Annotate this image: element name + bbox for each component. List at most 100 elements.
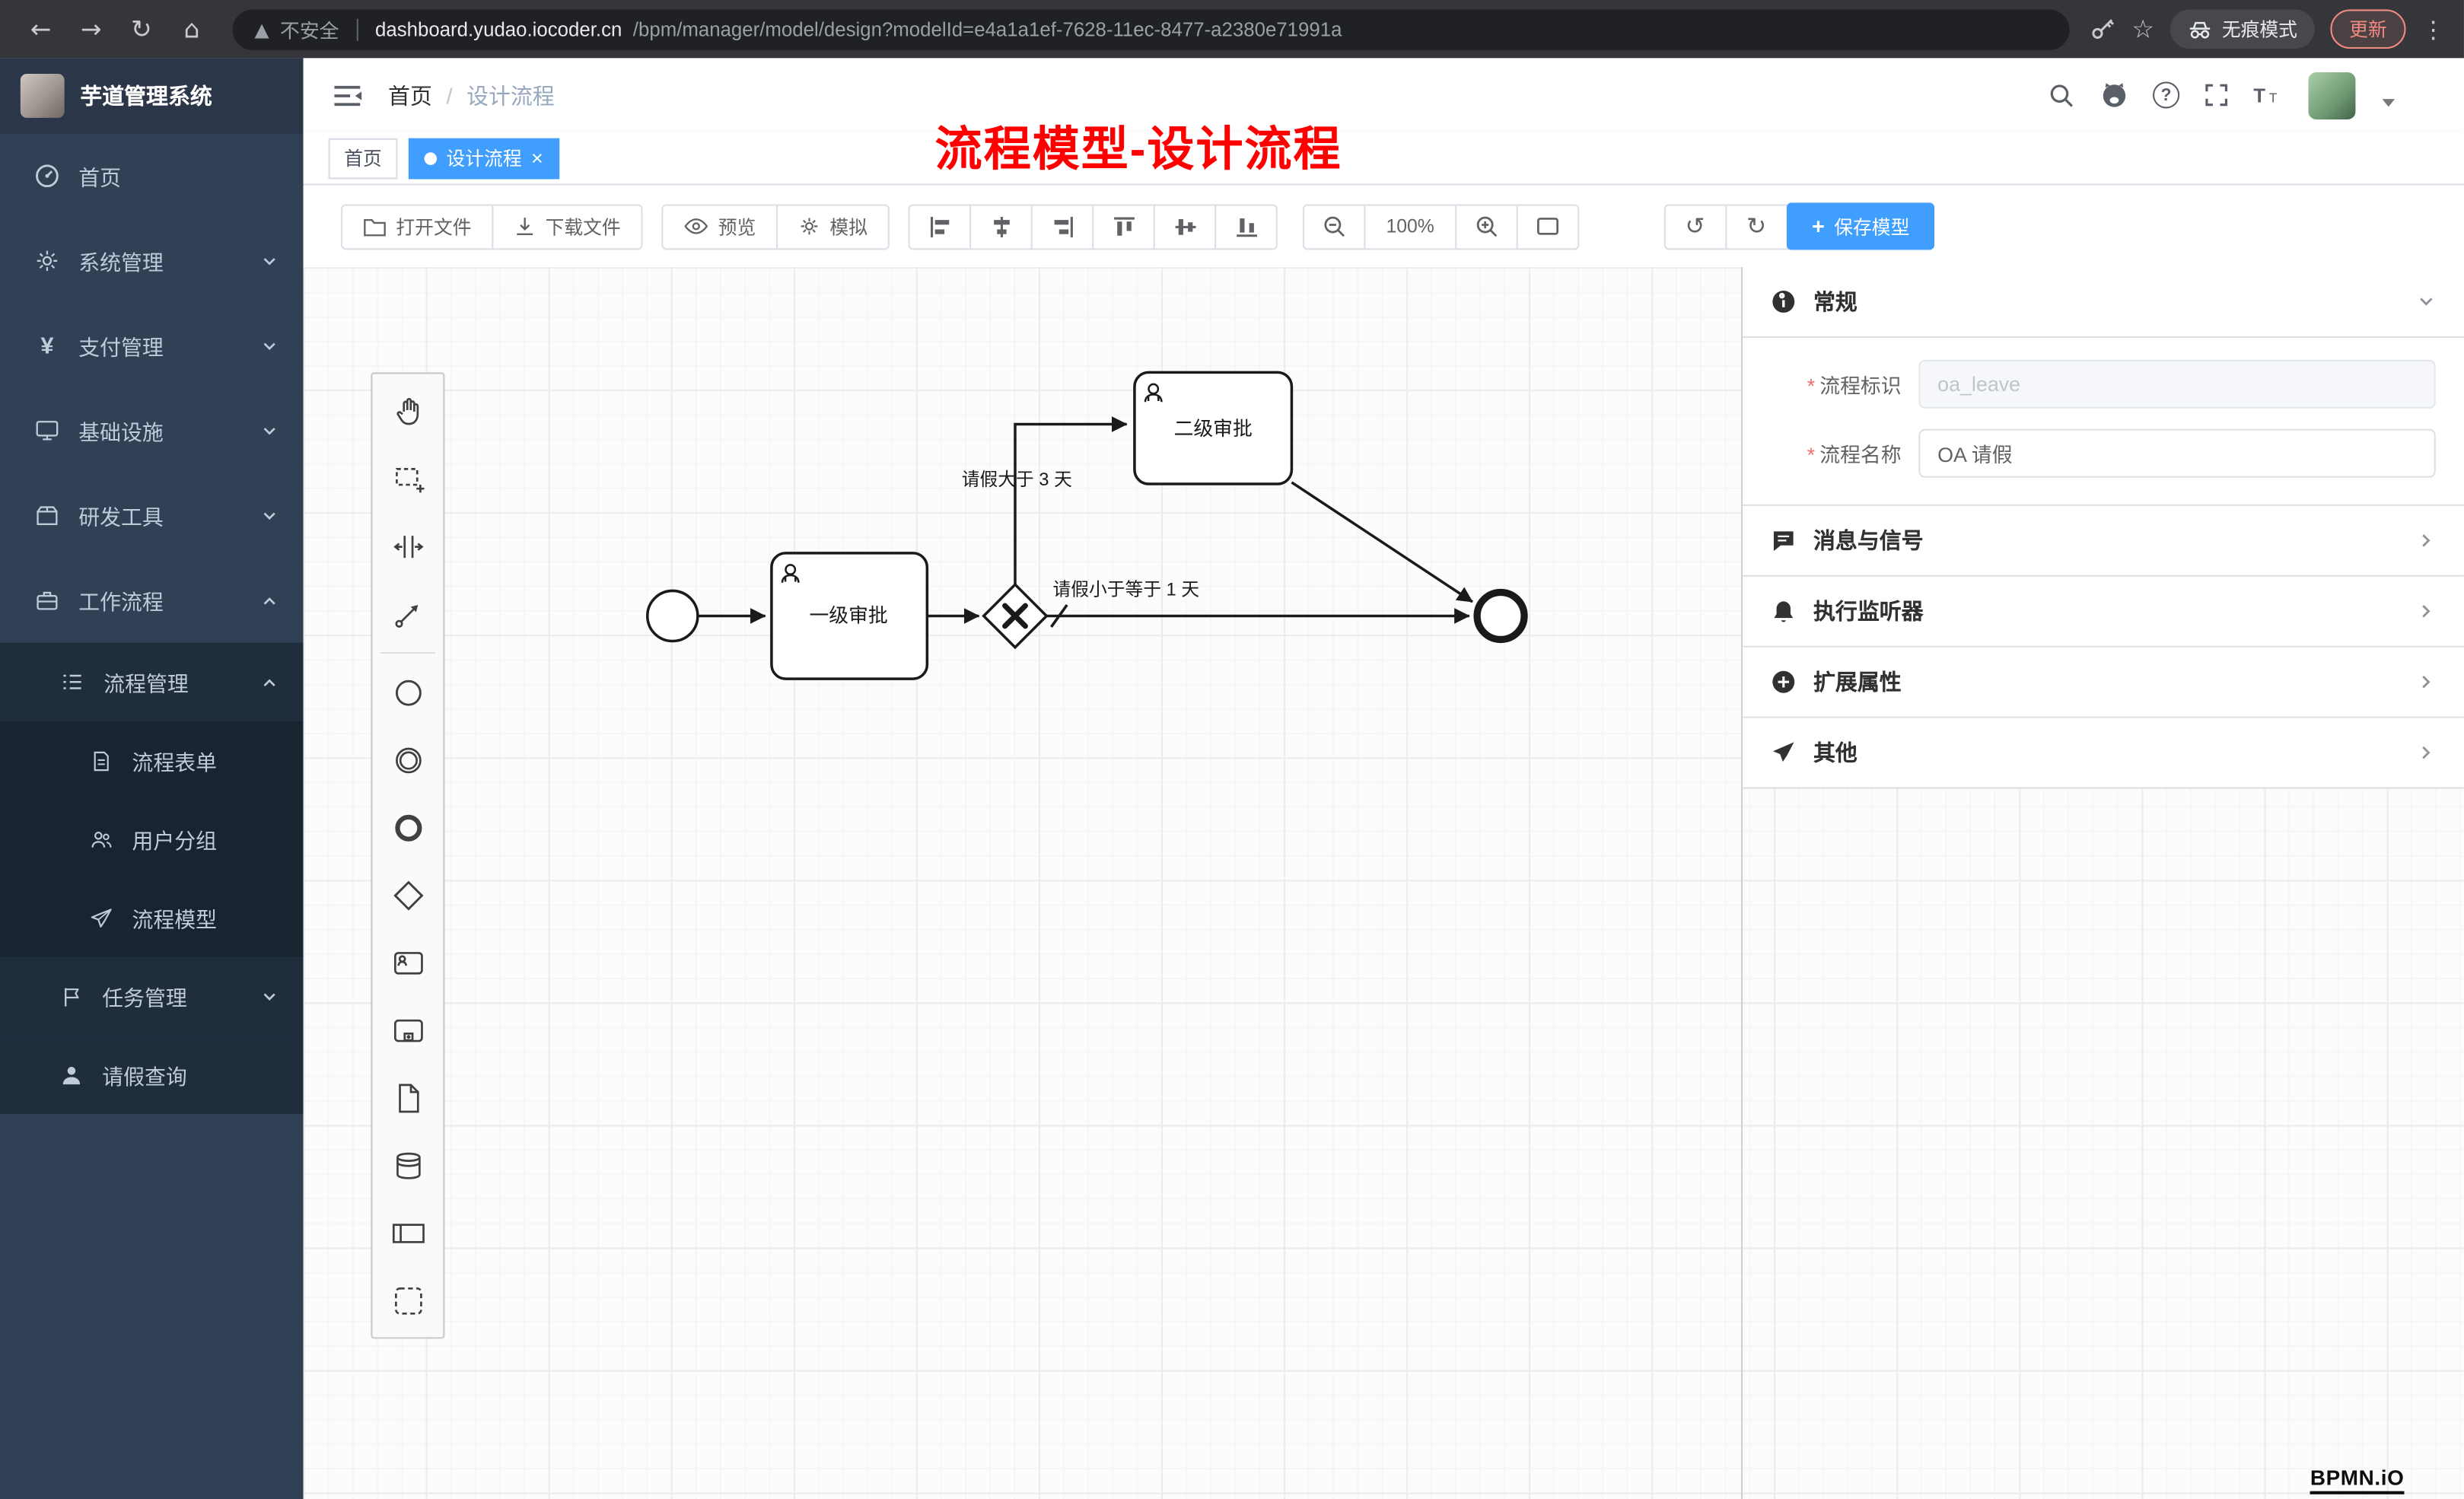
hand-tool-icon[interactable] — [374, 377, 441, 445]
chrome-menu-icon[interactable]: ⋮ — [2421, 15, 2445, 43]
sidebar-item-system[interactable]: 系统管理 — [0, 218, 304, 304]
help-icon[interactable]: ? — [2153, 81, 2179, 108]
align-left-button[interactable] — [909, 203, 972, 249]
redo-button[interactable]: ↻ — [1725, 203, 1788, 249]
back-icon[interactable]: ← — [19, 7, 63, 51]
avatar[interactable] — [2308, 72, 2355, 119]
undo-icon: ↺ — [1686, 215, 1705, 238]
list-icon — [59, 670, 84, 695]
forward-icon[interactable]: → — [69, 7, 113, 51]
flow-gateway-to-task2[interactable] — [1015, 425, 1127, 587]
zoom-out-button[interactable] — [1303, 203, 1366, 249]
sidebar-item-process-model[interactable]: 流程模型 — [0, 878, 304, 956]
save-model-button[interactable]: + 保存模型 — [1787, 202, 1935, 250]
zoom-out-icon — [1322, 214, 1347, 239]
create-group-icon[interactable] — [374, 1266, 441, 1334]
sidebar-item-task-management[interactable]: 任务管理 — [0, 957, 304, 1036]
bpmn-canvas[interactable]: 一级审批 — [304, 267, 2464, 1499]
create-gateway-icon[interactable] — [374, 861, 441, 929]
sidebar-item-leave-query[interactable]: 请假查询 — [0, 1036, 304, 1114]
sidebar-item-label: 流程表单 — [132, 745, 217, 776]
create-data-store-icon[interactable] — [374, 1131, 441, 1199]
align-bottom-button[interactable] — [1214, 203, 1278, 249]
sidebar-item-user-group[interactable]: 用户分组 — [0, 800, 304, 878]
required-asterisk: * — [1807, 443, 1815, 466]
github-icon[interactable] — [2099, 80, 2129, 110]
section-other[interactable]: 其他 — [1743, 718, 2464, 789]
space-tool-icon[interactable] — [374, 512, 441, 580]
key-icon[interactable] — [2088, 15, 2116, 43]
zoom-in-button[interactable] — [1455, 203, 1518, 249]
align-top-button[interactable] — [1092, 203, 1155, 249]
open-file-button[interactable]: 打开文件 — [341, 203, 493, 249]
sidebar-item-label: 任务管理 — [102, 981, 187, 1012]
zoom-level: 100% — [1364, 203, 1456, 249]
section-message-signal[interactable]: 消息与信号 — [1743, 506, 2464, 577]
create-participant-icon[interactable] — [374, 1199, 441, 1267]
align-vertical-center-button[interactable] — [1154, 203, 1217, 249]
task-second-approval[interactable]: 二级审批 — [1135, 372, 1292, 484]
app-logo-row[interactable]: 芋道管理系统 — [0, 58, 304, 133]
create-intermediate-event-icon[interactable] — [374, 726, 441, 794]
preview-button[interactable]: 预览 — [661, 203, 778, 249]
exclusive-gateway[interactable] — [984, 584, 1047, 648]
chevron-down-icon — [261, 507, 279, 524]
avatar-caret-icon[interactable] — [2383, 99, 2396, 107]
sidebar-item-process-management[interactable]: 流程管理 — [0, 643, 304, 721]
font-size-icon[interactable]: TT — [2253, 82, 2284, 107]
sidebar-item-infrastructure[interactable]: 基础设施 — [0, 388, 304, 473]
bpmn-designer: 打开文件 下载文件 预览 — [304, 186, 2464, 1499]
chevron-down-icon — [2417, 292, 2436, 311]
sidebar-item-workflow[interactable]: 工作流程 — [0, 558, 304, 643]
simulate-button[interactable]: 模拟 — [776, 203, 890, 249]
align-right-button[interactable] — [1031, 203, 1094, 249]
reload-icon[interactable]: ↻ — [119, 7, 164, 51]
url-bar[interactable]: ▲︎ 不安全 dashboard.yudao.iocoder.cn/bpm/ma… — [233, 8, 2069, 49]
tab-home[interactable]: 首页 — [329, 138, 398, 179]
download-file-button[interactable]: 下载文件 — [492, 203, 642, 249]
chevron-up-icon — [261, 591, 279, 609]
process-name-input[interactable] — [1918, 429, 2435, 478]
create-start-event-icon[interactable] — [374, 658, 441, 726]
navbar-actions: ? TT — [2048, 72, 2436, 119]
sidebar-toggle-icon[interactable] — [332, 81, 363, 109]
fullscreen-icon[interactable] — [2203, 81, 2230, 108]
warning-icon: ▲︎ — [255, 18, 269, 40]
home-icon[interactable]: ⌂ — [170, 7, 214, 51]
start-event[interactable] — [648, 590, 698, 641]
search-icon[interactable] — [2048, 81, 2076, 109]
section-general[interactable]: 常规 — [1743, 267, 2464, 338]
eye-icon — [683, 217, 708, 236]
sidebar-item-label: 工作流程 — [78, 584, 164, 616]
global-connect-tool-icon[interactable] — [374, 580, 441, 648]
tab-design-process[interactable]: 设计流程 × — [409, 138, 559, 179]
sidebar-item-devtools[interactable]: 研发工具 — [0, 473, 304, 559]
chevron-down-icon — [261, 337, 279, 355]
sidebar-item-payment[interactable]: ¥ 支付管理 — [0, 304, 304, 389]
align-horizontal-center-button[interactable] — [969, 203, 1033, 249]
update-button[interactable]: 更新 — [2330, 9, 2405, 49]
section-execution-listener[interactable]: 执行监听器 — [1743, 577, 2464, 648]
create-data-object-icon[interactable] — [374, 1064, 441, 1131]
close-tab-icon[interactable]: × — [531, 148, 543, 168]
sidebar-item-label: 请假查询 — [102, 1059, 187, 1090]
create-end-event-icon[interactable] — [374, 794, 441, 861]
flow-task2-to-end[interactable] — [1291, 482, 1472, 602]
breadcrumb-home[interactable]: 首页 — [388, 79, 432, 110]
zoom-reset-button[interactable] — [1516, 203, 1579, 249]
sidebar-item-home[interactable]: 首页 — [0, 134, 304, 219]
task-first-approval[interactable]: 一级审批 — [772, 553, 927, 679]
section-extended-attributes[interactable]: 扩展属性 — [1743, 648, 2464, 718]
undo-button[interactable]: ↺ — [1663, 203, 1727, 249]
chevron-right-icon — [2417, 673, 2436, 692]
process-key-input[interactable] — [1918, 360, 2435, 409]
create-sub-process-icon[interactable] — [374, 996, 441, 1064]
sidebar: 芋道管理系统 首页 系统管理 ¥ 支付管理 基础设施 — [0, 58, 304, 1499]
lasso-tool-icon[interactable] — [374, 444, 441, 512]
bookmark-star-icon[interactable]: ☆ — [2131, 17, 2154, 42]
create-user-task-icon[interactable] — [374, 928, 441, 996]
sidebar-item-process-form[interactable]: 流程表单 — [0, 721, 304, 800]
content-area: 首页 / 设计流程 ? TT 首页 — [304, 58, 2464, 1499]
end-event[interactable] — [1477, 593, 1524, 640]
zoom-in-icon — [1473, 214, 1498, 239]
